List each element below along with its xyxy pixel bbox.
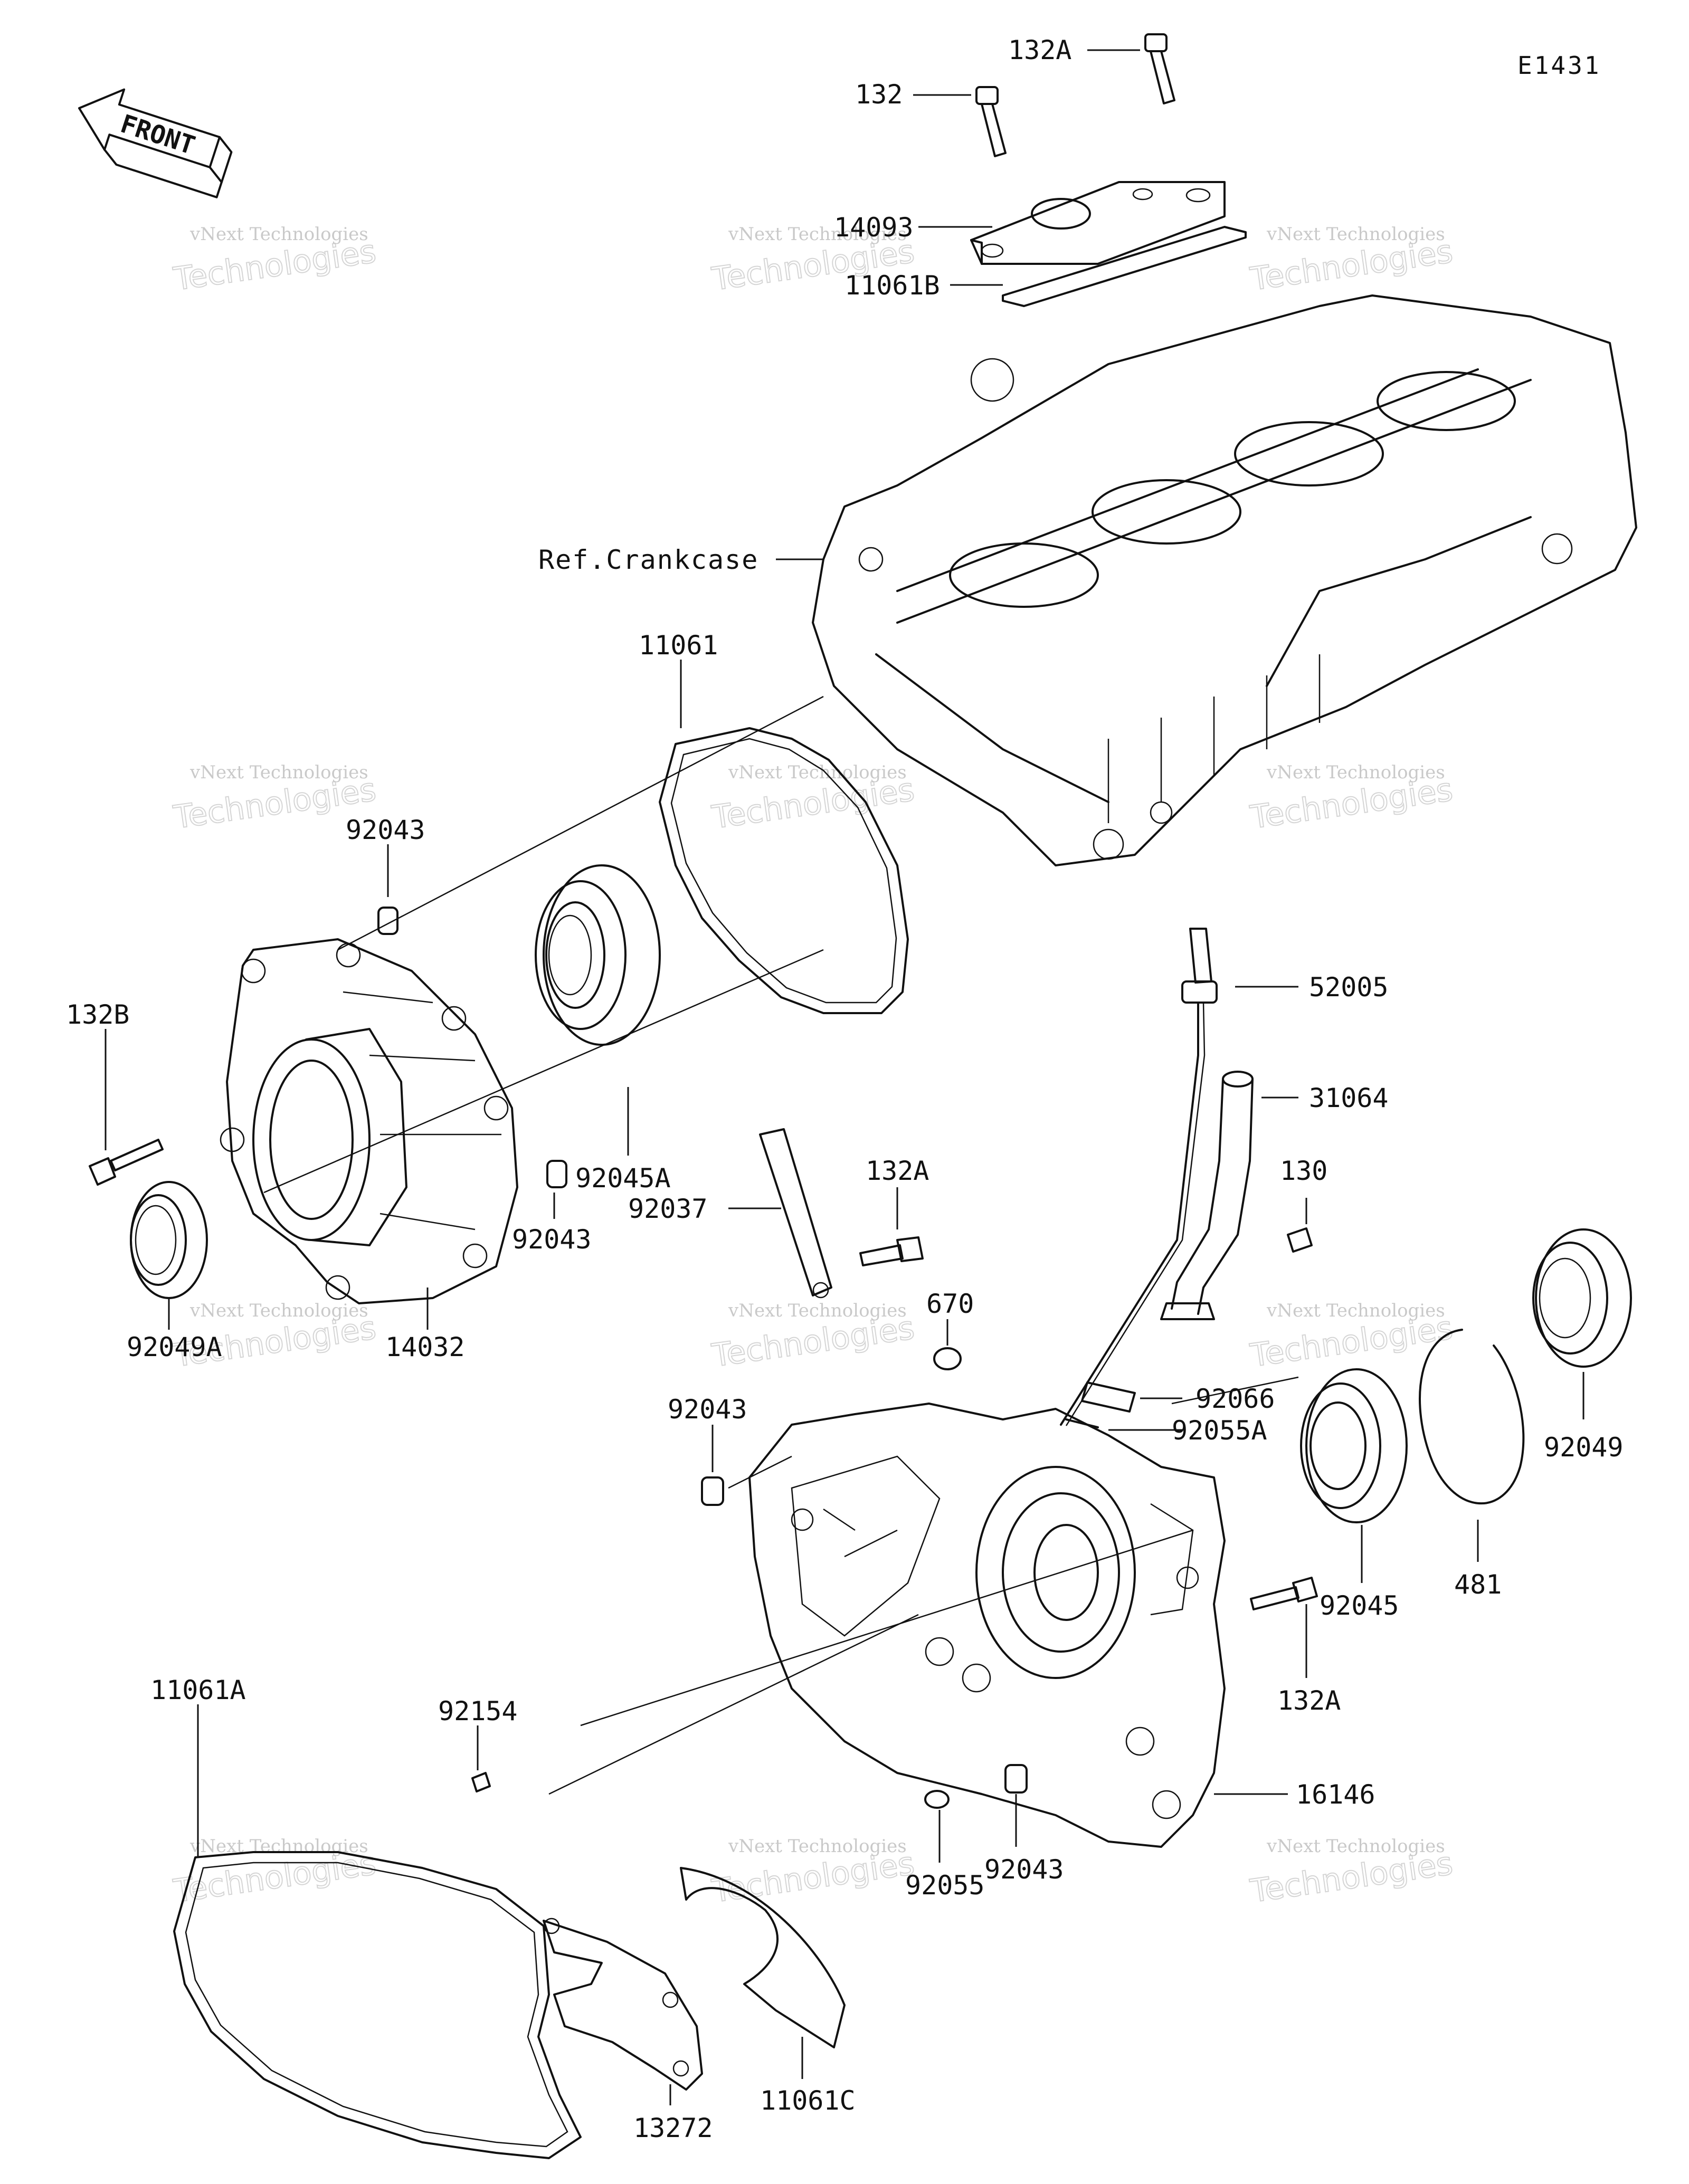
callout-132b: 132B xyxy=(66,999,129,1030)
svg-text:vNext Technologies: vNext Technologies xyxy=(728,762,907,783)
svg-text:vNext Technologies: vNext Technologies xyxy=(1266,1836,1445,1857)
svg-text:vNext Technologies: vNext Technologies xyxy=(189,762,368,783)
svg-text:vNext Technologies: vNext Technologies xyxy=(728,1300,907,1321)
callout-132a-top: 132A xyxy=(1008,35,1071,65)
bolt-132a-top xyxy=(1144,33,1175,104)
pin-92055a xyxy=(1065,1418,1099,1428)
callout-92049a: 92049A xyxy=(127,1332,222,1362)
svg-text:vNext Technologies: vNext Technologies xyxy=(189,1300,368,1321)
gasket-11061b xyxy=(1002,226,1247,307)
svg-text:vNext Technologies: vNext Technologies xyxy=(1266,1300,1445,1321)
plate-13272 xyxy=(543,1918,703,2091)
leader-lines xyxy=(105,49,1584,2105)
washer-92055 xyxy=(924,1790,950,1809)
dowel-92043-a xyxy=(377,907,398,935)
callout-92043-b: 92043 xyxy=(512,1224,592,1255)
callout-132a-low: 132A xyxy=(1277,1685,1341,1716)
case-16146 xyxy=(748,1403,1226,1848)
reference-crankcase-label: Ref.Crankcase xyxy=(538,545,758,575)
bolt-132b xyxy=(89,1139,164,1186)
callout-92045: 92045 xyxy=(1320,1590,1399,1621)
svg-text:vNext Technologies: vNext Technologies xyxy=(1266,224,1445,245)
watermark: vNext Technologies Technologies xyxy=(1247,1300,1455,1375)
dowel-92043-c xyxy=(701,1476,724,1506)
pin-92066 xyxy=(1081,1381,1136,1413)
svg-text:vNext Technologies: vNext Technologies xyxy=(728,224,907,245)
callout-52005: 52005 xyxy=(1309,972,1389,1003)
watermark: vNext Technologies Technologies xyxy=(709,762,917,837)
watermark: vNext Technologies Technologies xyxy=(709,1836,917,1911)
callout-92043-a: 92043 xyxy=(346,815,425,845)
callout-14093: 14093 xyxy=(834,212,914,243)
callout-92045a: 92045A xyxy=(575,1163,671,1194)
callout-11061a: 11061A xyxy=(150,1675,246,1705)
watermark: vNext Technologies Technologies xyxy=(170,224,378,299)
crankcase-reference xyxy=(812,294,1637,866)
callout-11061b: 11061B xyxy=(844,270,940,301)
front-direction-arrow: FRONT xyxy=(78,88,233,198)
gasket-11061 xyxy=(659,727,909,1014)
gasket-11061c xyxy=(680,1867,846,2048)
bolt-130 xyxy=(1287,1227,1313,1253)
bolt-132 xyxy=(975,86,1007,157)
svg-text:vNext Technologies: vNext Technologies xyxy=(189,1836,368,1857)
bearing-92045 xyxy=(1300,1368,1408,1523)
oil-filler-tube-31064 xyxy=(1160,1071,1254,1320)
callout-16146: 16146 xyxy=(1296,1779,1375,1810)
bolt-132a-low xyxy=(1250,1577,1318,1610)
callout-13272: 13272 xyxy=(633,2113,713,2143)
bearing-92045a xyxy=(535,864,661,1046)
callout-92043-c: 92043 xyxy=(668,1394,747,1425)
callout-481: 481 xyxy=(1454,1569,1502,1600)
svg-text:vNext Technologies: vNext Technologies xyxy=(728,1836,907,1857)
callout-14032: 14032 xyxy=(385,1332,465,1362)
top-cover-14093 xyxy=(970,181,1226,265)
callout-92066: 92066 xyxy=(1195,1384,1275,1414)
callout-92049: 92049 xyxy=(1544,1432,1624,1463)
seal-92049 xyxy=(1532,1228,1632,1368)
callout-132a-mid: 132A xyxy=(866,1156,929,1186)
dipstick-52005 xyxy=(1060,928,1218,1426)
callout-132-top: 132 xyxy=(855,79,903,110)
callout-670: 670 xyxy=(926,1289,974,1319)
dowel-92043-d xyxy=(1004,1764,1028,1794)
watermark: vNext Technologies Technologies xyxy=(1247,224,1455,299)
seal-92049a xyxy=(130,1181,208,1299)
callout-11061: 11061 xyxy=(639,630,718,661)
callout-130: 130 xyxy=(1280,1156,1327,1186)
screw-92154 xyxy=(471,1772,491,1792)
lever-92037 xyxy=(759,1128,832,1299)
callout-92154: 92154 xyxy=(438,1696,518,1727)
cover-14032 xyxy=(220,938,518,1304)
callout-92043-d: 92043 xyxy=(984,1854,1064,1885)
watermark: vNext Technologies Technologies xyxy=(1247,762,1455,837)
callout-92037: 92037 xyxy=(628,1194,708,1224)
diagram-code: E1431 xyxy=(1517,51,1601,80)
circlip-481 xyxy=(1419,1329,1525,1505)
callout-92055a: 92055A xyxy=(1172,1415,1267,1446)
bolt-132a-mid xyxy=(859,1236,924,1266)
callout-labels: 132A 132 14093 11061B Ref.Crankcase 1106… xyxy=(66,35,1624,2143)
watermark-layer: vNext Technologies Technologies vNext Te… xyxy=(170,224,1455,1911)
watermark: vNext Technologies Technologies xyxy=(709,1300,917,1375)
dowel-92043-b xyxy=(546,1160,567,1188)
svg-text:vNext Technologies: vNext Technologies xyxy=(1266,762,1445,783)
callout-92055: 92055 xyxy=(905,1870,985,1901)
watermark: vNext Technologies Technologies xyxy=(1247,1836,1455,1911)
svg-text:vNext Technologies: vNext Technologies xyxy=(189,224,368,245)
callout-11061c: 11061C xyxy=(760,2085,856,2116)
gasket-11061a xyxy=(173,1851,582,2159)
o-ring-670 xyxy=(933,1347,962,1370)
callout-31064: 31064 xyxy=(1309,1083,1389,1113)
